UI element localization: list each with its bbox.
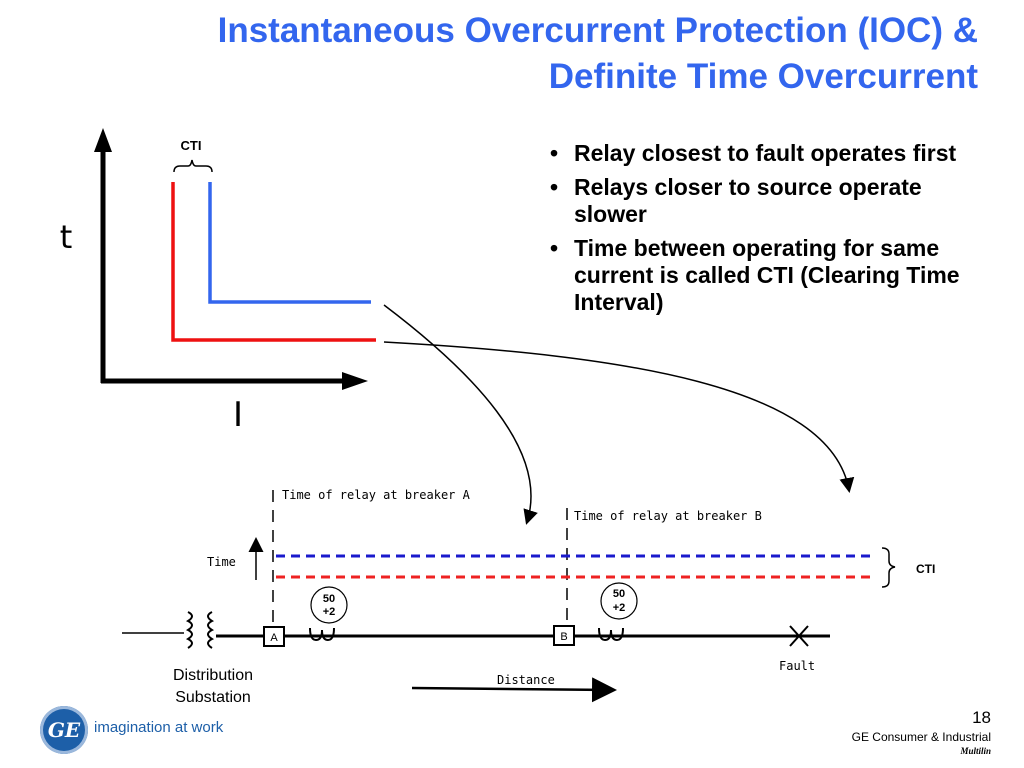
substation-label: Distribution Substation	[172, 667, 254, 706]
relay-a-line-2: +2	[323, 606, 336, 618]
x-axis-label: I	[233, 395, 243, 435]
y-axis-arrow-icon	[94, 128, 112, 152]
bullet-item: Time between operating for same current …	[548, 235, 998, 316]
time-relay-a-label: Time of relay at breaker A	[282, 488, 471, 502]
x-axis-arrow-icon	[342, 372, 368, 390]
bullet-list: Relay closest to fault operates first Re…	[548, 140, 998, 323]
breaker-b-icon	[553, 625, 575, 646]
relay-a-icon	[310, 586, 348, 624]
current-transformer-b-icon	[598, 627, 624, 642]
breaker-a-label: A	[270, 632, 278, 644]
breaker-b-label: B	[560, 631, 567, 643]
y-axis-label: t	[60, 218, 73, 256]
ge-logo-icon: GE	[40, 706, 88, 754]
page-number: 18	[972, 708, 991, 727]
red-curve	[171, 182, 376, 342]
bullet-item: Relays closer to source operate slower	[548, 174, 998, 228]
time-relay-b-label: Time of relay at breaker B	[574, 509, 762, 523]
company-name: GE Consumer & Industrial	[851, 730, 991, 744]
time-axis-label: Time	[207, 555, 236, 569]
slide-title: Instantaneous Overcurrent Protection (IO…	[218, 8, 978, 100]
one-line-diagram: Time of relay at breaker A Time of relay…	[122, 488, 935, 703]
cti-brace	[173, 159, 213, 173]
relay-b-icon	[600, 582, 638, 620]
relay-a-line-1: 50	[323, 593, 335, 605]
slide-title-line-1: Instantaneous Overcurrent Protection (IO…	[217, 11, 978, 50]
current-transformer-a-icon	[309, 627, 335, 642]
distance-arrow	[411, 677, 617, 703]
blue-connector-arrow	[383, 304, 538, 525]
bullet-item: Relay closest to fault operates first	[548, 140, 998, 167]
distance-label: Distance	[497, 673, 555, 687]
breaker-a-icon	[263, 626, 285, 647]
cti-label-right: CTI	[916, 562, 935, 576]
division-name: Multilin	[960, 746, 991, 756]
red-connector-arrow	[383, 341, 855, 493]
slide-title-line-2: Definite Time Overcurrent	[548, 57, 978, 96]
cti-label: CTI	[181, 138, 202, 153]
transformer-icon	[185, 611, 215, 649]
fault-x-icon	[789, 625, 809, 647]
blue-curve	[208, 182, 371, 304]
time-current-graph: CTI t I	[60, 128, 376, 435]
relay-b-line-2: +2	[613, 602, 626, 614]
cti-brace-right	[881, 547, 896, 588]
footer-tagline: imagination at work	[94, 719, 224, 736]
fault-label: Fault	[779, 659, 815, 673]
relay-b-line-1: 50	[613, 588, 625, 600]
